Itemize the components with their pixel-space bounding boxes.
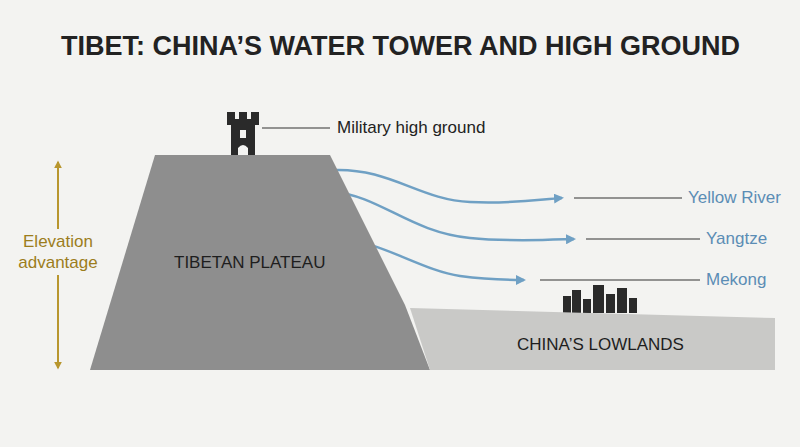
diagram-title: TIBET: CHINA’S WATER TOWER AND HIGH GROU… <box>61 31 740 62</box>
leader-line <box>262 127 330 128</box>
lowlands-band: CHINA’S LOWLANDS <box>405 300 775 370</box>
plateau-shape: TIBETAN PLATEAU <box>90 155 430 370</box>
river-label: Mekong <box>706 270 766 290</box>
axis-label: Elevation advantage <box>8 229 108 275</box>
tower-icon <box>227 112 259 157</box>
city-icon <box>563 285 637 313</box>
callout-label: Military high ground <box>337 118 485 138</box>
river-label: Yangtze <box>706 229 767 249</box>
node-label: TIBETAN PLATEAU <box>174 253 325 273</box>
river-label: Yellow River <box>688 188 781 208</box>
leader-lines <box>540 198 700 280</box>
node-label: CHINA’S LOWLANDS <box>517 335 684 355</box>
